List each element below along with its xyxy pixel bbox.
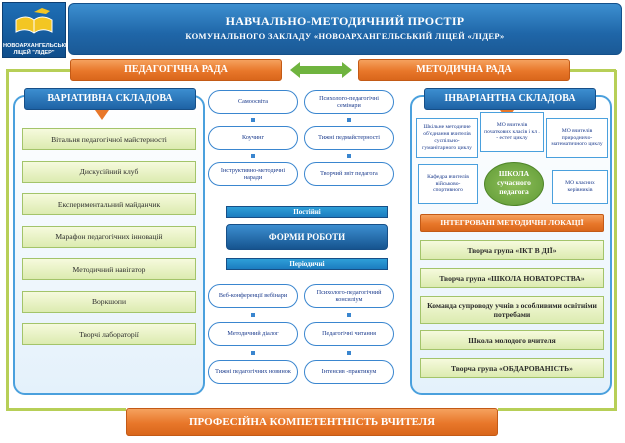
periodic-label: Періодичні <box>226 258 388 270</box>
variative-item: Воркшопи <box>22 290 196 313</box>
work-form-item: Методичний діалог <box>208 322 298 346</box>
school-line-3: педагога <box>499 187 529 196</box>
connector-dot <box>347 351 351 355</box>
work-form-item: Інтенсив -практикум <box>304 360 394 384</box>
right-outer-line <box>614 70 617 410</box>
variative-item: Вітальня педагогічної майстерності <box>22 128 196 150</box>
left-outer-line <box>6 70 9 410</box>
left-top-line <box>6 69 70 72</box>
locations-title: ІНТЕГРОВАНІ МЕТОДИЧНІ ЛОКАЦІЇ <box>420 214 604 232</box>
logo-line-1: НОВОАРХАНГЕЛЬСЬКИЙ <box>3 43 74 49</box>
connector-dot <box>251 154 255 158</box>
pedagogical-council: ПЕДАГОГІЧНА РАДА <box>70 59 282 81</box>
variative-title: ВАРІАТИВНА СКЛАДОВА <box>24 88 196 110</box>
location-item: Творча група «ШКОЛА НОВАТОРСТВА» <box>420 268 604 288</box>
mo-natural-math-box: МО вчителів природничо-математичного цик… <box>546 118 608 158</box>
footer-banner: ПРОФЕСІЙНА КОМПЕТЕНТНІСТЬ ВЧИТЕЛЯ <box>126 408 498 436</box>
variative-item: Дискусійний клуб <box>22 160 196 183</box>
variative-item: Творчі лабораторії <box>22 323 196 345</box>
work-form-item: Психолого-педагогічні семінари <box>304 90 394 114</box>
connector-dot <box>251 118 255 122</box>
connector-dot <box>347 118 351 122</box>
work-form-item: Інструктивно-методичні наради <box>208 162 298 186</box>
connector-dot <box>251 313 255 317</box>
logo-line-2: ЛІЦЕЙ "ЛІДЕР" <box>13 50 55 56</box>
work-form-item: Веб-конференції вебінари <box>208 284 298 308</box>
mo-primary-box: МО вчителів початкових класів і кл . - е… <box>480 112 544 152</box>
connector-dot <box>251 351 255 355</box>
location-item: Творча група «ОБДАРОВАНІСТЬ» <box>420 358 604 378</box>
work-form-item: Педагогічні читання <box>304 322 394 346</box>
school-line-2: сучасного <box>497 178 531 187</box>
location-item: Команда супроводу учнів з особливими осв… <box>420 296 604 324</box>
variative-down-arrow-icon <box>95 110 109 120</box>
page-subtitle: КОМУНАЛЬНОГО ЗАКЛАДУ «НОВОАРХАНГЕЛЬСЬКИЙ… <box>185 31 505 41</box>
page-title: НАВЧАЛЬНО-МЕТОДИЧНИЙ ПРОСТІР <box>225 14 465 28</box>
location-item: Школа молодого вчителя <box>420 330 604 350</box>
bottom-left-line <box>6 408 126 411</box>
bottom-right-line <box>498 408 617 411</box>
mo-humanitarian-box: Шкільне методичне об'єднання вчителів су… <box>416 118 478 158</box>
invariant-title: ІНВАРІАНТНА СКЛАДОВА <box>424 88 596 110</box>
variative-item: Експериментальний майданчик <box>22 193 196 215</box>
school-line-1: ШКОЛА <box>498 169 530 178</box>
connector-dot <box>347 313 351 317</box>
logo: НОВОАРХАНГЕЛЬСЬКИЙ ЛІЦЕЙ "ЛІДЕР" <box>2 2 74 58</box>
work-form-item: Самоосвіта <box>208 90 298 114</box>
right-top-line <box>570 69 616 72</box>
header-banner: НАВЧАЛЬНО-МЕТОДИЧНИЙ ПРОСТІР КОМУНАЛЬНОГ… <box>68 3 622 55</box>
work-form-item: Психолого-педагогічний консиліум <box>304 284 394 308</box>
book-logo-icon <box>15 8 53 34</box>
methodical-council: МЕТОДИЧНА РАДА <box>358 59 570 81</box>
variative-item: Методичний навігатор <box>22 258 196 280</box>
mo-class-leaders-box: МО класних керівників <box>552 170 608 204</box>
work-form-item: Творчий звіт педагога <box>304 162 394 186</box>
location-item: Творча група «ІКТ В ДІЇ» <box>420 240 604 260</box>
permanent-label: Постійні <box>226 206 388 218</box>
variative-item: Марафон педагогічних інновацій <box>22 225 196 248</box>
double-arrow-icon <box>290 62 352 78</box>
work-form-item: Тижні педмайстерності <box>304 126 394 150</box>
work-form-item: Тижні педагогічних новинок <box>208 360 298 384</box>
school-circle: ШКОЛА сучасного педагога <box>484 162 544 206</box>
forms-of-work-label: ФОРМИ РОБОТИ <box>226 224 388 250</box>
work-form-item: Коучинг <box>208 126 298 150</box>
connector-dot <box>347 154 351 158</box>
kafedra-box: Кафедра вчителів військово-спортивного <box>418 164 478 204</box>
